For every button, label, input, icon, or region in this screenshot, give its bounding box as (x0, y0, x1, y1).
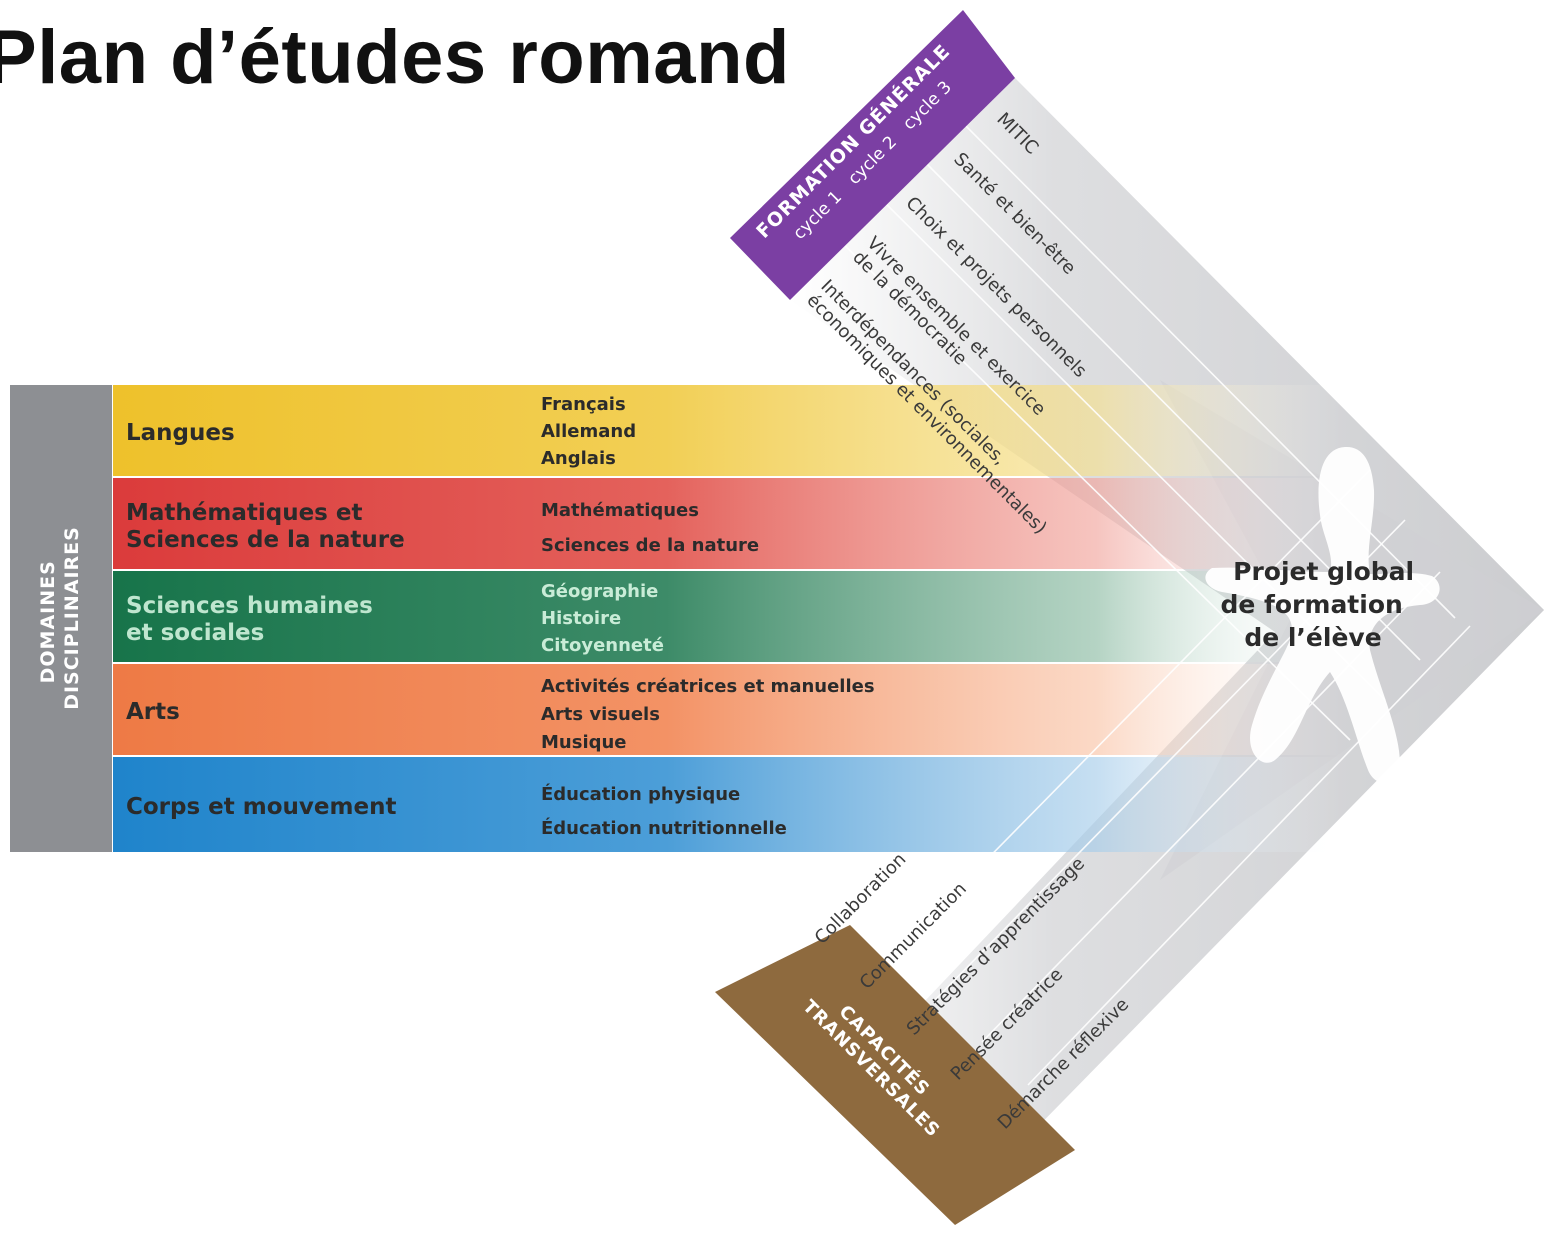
band-corps-mouvement (113, 757, 1343, 852)
subject-item: Éducation nutritionnelle (541, 817, 787, 839)
domain-name-line: Langues (126, 420, 235, 446)
domain-names: Langues Mathématiques et Sciences de la … (126, 420, 405, 820)
subjects-sciences-humaines: Géographie Histoire Citoyenneté (541, 581, 665, 656)
domaines-side-label: DOMAINES DISCIPLINAIRES (37, 526, 83, 710)
student-figure: Projet global de formation de l’élève (1205, 446, 1440, 784)
domain-name-line: et sociales (126, 620, 264, 646)
center-label-line: de l’élève (1244, 623, 1381, 652)
band-langues (113, 385, 1343, 476)
center-label-line: Projet global (1233, 557, 1414, 586)
domain-name-corps-mouvement: Corps et mouvement (126, 794, 396, 820)
subjects-arts: Activités créatrices et manuelles Arts v… (541, 676, 881, 753)
subject-item: Mathématiques (541, 500, 699, 521)
domain-name-line: Arts (126, 699, 180, 725)
subjects-corps-mouvement: Éducation physique Éducation nutritionne… (541, 783, 787, 839)
subject-item: Sciences de la nature (541, 535, 759, 556)
band-arts (113, 664, 1343, 755)
subject-item: Arts visuels (541, 704, 660, 725)
subject-item: Activités créatrices et manuelles (541, 676, 875, 697)
capacites-header-box (715, 925, 1075, 1225)
subjects-langues: Français Allemand Anglais (541, 394, 642, 469)
subject-item: Allemand (541, 421, 636, 442)
domain-subjects: Français Allemand Anglais Mathématiques … (541, 394, 881, 839)
subject-item: Musique (541, 732, 627, 753)
domain-bands (113, 385, 1343, 852)
band-mathematiques (113, 478, 1343, 569)
side-label-line-1: DOMAINES (37, 560, 59, 683)
domain-name-line: Corps et mouvement (126, 794, 396, 820)
domain-name-mathematiques: Mathématiques et Sciences de la nature (126, 500, 405, 553)
figure-body (1205, 446, 1440, 784)
center-label-line: de formation (1220, 590, 1402, 619)
subject-item: Histoire (541, 608, 621, 629)
center-label: Projet global de formation de l’élève (1220, 557, 1422, 652)
side-label-line-2: DISCIPLINAIRES (61, 526, 83, 710)
capacite-item-collaboration: Collaboration (811, 849, 911, 949)
subject-item: Anglais (541, 448, 616, 469)
domain-name-line: Mathématiques et (126, 500, 362, 526)
domaines-side-bar (10, 385, 112, 852)
domain-name-langues: Langues (126, 420, 235, 446)
formation-header-box (730, 10, 1015, 300)
domain-name-line: Sciences humaines (126, 593, 373, 619)
subject-item: Citoyenneté (541, 635, 664, 656)
domain-name-arts: Arts (126, 699, 180, 725)
domain-name-line: Sciences de la nature (126, 527, 405, 553)
page-title: Plan d’études romand (0, 15, 790, 100)
subjects-mathematiques: Mathématiques Sciences de la nature (541, 500, 759, 556)
band-sciences-humaines (113, 571, 1343, 662)
subject-item: Français (541, 394, 626, 415)
chevron-background (790, 78, 1544, 1150)
subject-item: Éducation physique (541, 783, 740, 805)
domain-name-sciences-humaines: Sciences humaines et sociales (126, 593, 381, 646)
subject-item: Géographie (541, 581, 658, 602)
